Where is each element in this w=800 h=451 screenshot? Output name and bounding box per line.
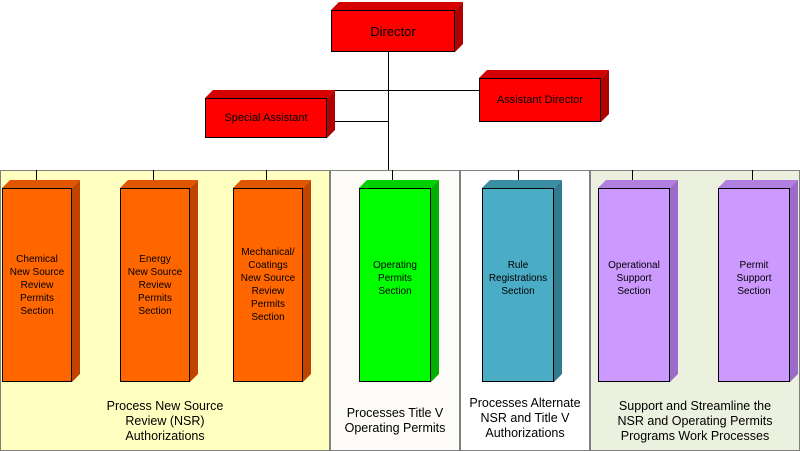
mechanical-coatings-nsr-section-label: Mechanical/ Coatings New Source Review P… bbox=[240, 247, 296, 323]
tick bbox=[392, 170, 393, 180]
chemical-nsr-section-label: Chemical New Source Review Permits Secti… bbox=[9, 253, 65, 317]
panel-title-v-caption: Processes Title V Operating Permits bbox=[344, 406, 446, 435]
director-label: Director bbox=[370, 23, 416, 39]
tick bbox=[153, 170, 154, 180]
assistants-connector bbox=[326, 90, 481, 91]
director-stem bbox=[388, 50, 389, 170]
operational-support-section-label: Operational Support Section bbox=[608, 260, 660, 297]
tick bbox=[518, 170, 519, 180]
tick bbox=[36, 170, 37, 180]
special-assistant-label: Special Assistant bbox=[224, 112, 308, 124]
permit-support-section-label: Permit Support Section bbox=[736, 260, 772, 297]
tick bbox=[752, 170, 753, 180]
rule-registrations-section-label: Rule Registrations Section bbox=[488, 260, 548, 297]
operating-permits-section-label: Operating Permits Section bbox=[373, 260, 417, 297]
energy-nsr-section-label: Energy New Source Review Permits Section bbox=[127, 253, 183, 317]
special-assistant-connector bbox=[326, 121, 389, 122]
panel-alternate-caption: Processes Alternate NSR and Title V Auth… bbox=[469, 396, 581, 440]
tick bbox=[632, 170, 633, 180]
panel-nsr-caption: Process New Source Review (NSR) Authoriz… bbox=[106, 399, 224, 443]
panel-support-caption: Support and Streamline the NSR and Opera… bbox=[617, 399, 773, 443]
tick bbox=[266, 170, 267, 180]
assistant-director-label: Assistant Director bbox=[496, 94, 584, 106]
